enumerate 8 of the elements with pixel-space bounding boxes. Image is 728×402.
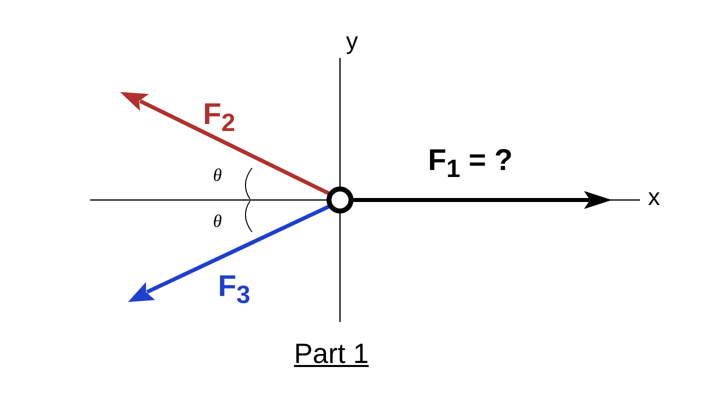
force-label: F$_{1}$ = ? <box>428 146 513 182</box>
axis-label: x <box>648 186 660 210</box>
force-label: F$_{2}$ <box>203 100 236 136</box>
angle-label: θ <box>213 166 222 184</box>
force-label: F$_{3}$ <box>218 272 250 308</box>
angle-label: θ <box>213 212 222 230</box>
caption: Part 1 <box>294 340 369 368</box>
axis-label: y <box>346 30 358 54</box>
